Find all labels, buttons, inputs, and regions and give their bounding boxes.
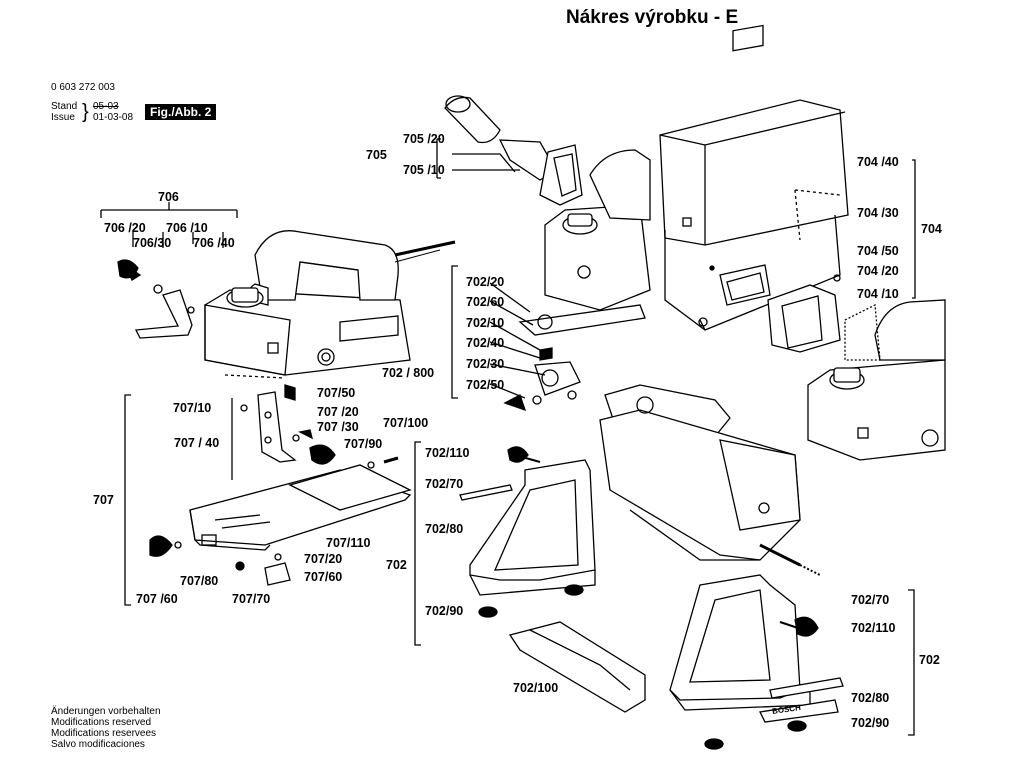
label-707-60: 707 /60 [136, 592, 178, 606]
label-707-70: 707/70 [232, 592, 271, 606]
stand-value: 05-03 [93, 101, 119, 112]
label-707-30: 707 /30 [317, 420, 359, 434]
planer-right-drawing [807, 299, 946, 461]
label-702-90-right: 702/90 [851, 716, 890, 730]
label-706-20: 706 /20 [104, 221, 146, 235]
label-702-right: 702 [919, 653, 940, 667]
label-706-30: 706/30 [133, 236, 172, 250]
label-702-30: 702/30 [466, 357, 505, 371]
planer-center-drawing [599, 384, 821, 576]
label-707-20: 707 /20 [317, 405, 359, 419]
planer-top-right-drawing [544, 149, 651, 311]
stand-702-right-drawing [669, 574, 915, 750]
footer-notes: Änderungen vorbehalten Modifications res… [51, 706, 161, 750]
label-702-90: 702/90 [425, 604, 464, 618]
label-704: 704 [921, 222, 942, 236]
label-707-10: 707/10 [173, 401, 212, 415]
label-702-100: 702/100 [513, 681, 559, 695]
label-706-40: 706 /40 [193, 236, 235, 250]
label-707-20-b: 707/20 [304, 552, 343, 566]
footer-line: Änderungen vorbehalten [51, 706, 161, 717]
label-705-20: 705 /20 [403, 132, 445, 146]
label-704-20: 704 /20 [857, 264, 899, 278]
label-707-60-b: 707/60 [304, 570, 343, 584]
parallel-guide-707-drawing [124, 384, 412, 606]
issue-value: 01-03-08 [93, 112, 134, 123]
part-number: 0 603 272 003 [51, 82, 115, 93]
footer-line: Modifications reserved [51, 717, 152, 728]
label-702-10: 702/10 [466, 316, 505, 330]
label-702-110-right: 702/110 [851, 621, 896, 635]
label-707-90: 707/90 [344, 437, 383, 451]
label-702-70-right: 702/70 [851, 593, 890, 607]
label-702-80: 702/80 [425, 522, 464, 536]
label-702-20: 702/20 [466, 275, 505, 289]
footer-line: Salvo modificaciones [51, 739, 145, 750]
label-707: 707 [93, 493, 114, 507]
label-702: 702 [386, 558, 407, 572]
label-705: 705 [366, 148, 387, 162]
fence-parts-702-drawing [451, 265, 646, 412]
label-702-60: 702/60 [466, 295, 505, 309]
label-704-40: 704 /40 [857, 155, 899, 169]
issue-label: Issue [51, 112, 75, 123]
dust-adapter-705-drawing [436, 95, 583, 206]
label-704-50: 704 /50 [857, 244, 899, 258]
label-704-30: 704 /30 [857, 206, 899, 220]
label-702-50: 702/50 [466, 378, 505, 392]
bracket-706-drawing [100, 202, 238, 339]
label-702-40: 702/40 [466, 336, 505, 350]
label-707-100: 707/100 [383, 416, 429, 430]
label-707-40: 707 / 40 [174, 436, 220, 450]
label-702-110: 702/110 [425, 446, 470, 460]
brace-glyph: } [82, 101, 89, 123]
stand-702-left-drawing [414, 441, 646, 713]
label-707-80: 707/80 [180, 574, 219, 588]
label-702-80-right: 702/80 [851, 691, 890, 705]
label-702-70: 702/70 [425, 477, 464, 491]
label-705-10: 705 /10 [403, 163, 445, 177]
label-707-50: 707/50 [317, 386, 356, 400]
footer-line: Modifications reservees [51, 728, 157, 739]
label-706: 706 [158, 190, 179, 204]
label-704-10: 704 /10 [857, 287, 899, 301]
figure-label: Fig./Abb. 2 [145, 104, 217, 120]
page-title: Nákres výrobku - E [566, 7, 739, 28]
label-707-110: 707/110 [326, 536, 371, 550]
label-706-10: 706 /10 [166, 221, 208, 235]
cover-box-704-drawing [659, 24, 916, 353]
label-702-800: 702 / 800 [382, 366, 435, 380]
planer-left-drawing [204, 230, 456, 379]
stand-label: Stand [51, 101, 78, 112]
